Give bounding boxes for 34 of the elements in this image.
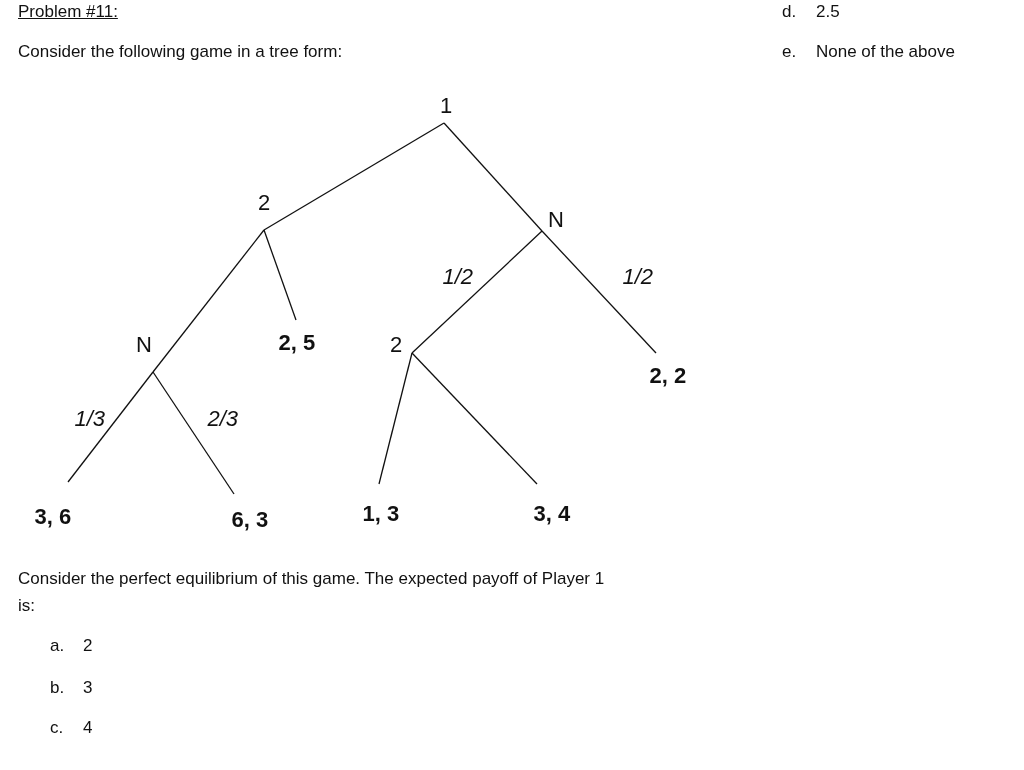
option-letter: e. <box>782 42 797 62</box>
instruction-text: Consider the following game in a tree form: <box>18 42 343 62</box>
option-letter: b. <box>50 678 65 698</box>
option-letter: a. <box>50 636 65 656</box>
payoff-label: 3, 4 <box>533 500 571 526</box>
payoff-label: 2, 5 <box>278 329 316 355</box>
option-value: None of the above <box>816 42 955 62</box>
payoff-label: 2, 2 <box>649 362 687 388</box>
option-letter: c. <box>50 718 64 738</box>
branch-line <box>443 122 543 232</box>
payoff-label: 1, 3 <box>362 500 400 526</box>
payoff-label: 6, 3 <box>231 506 269 532</box>
branch-line <box>263 229 297 321</box>
node-label: 1 <box>440 92 453 118</box>
branch-line <box>67 371 154 483</box>
problem-heading: Problem #11: <box>18 2 118 22</box>
option-value: 4 <box>83 718 93 738</box>
branch-line <box>152 229 265 373</box>
branch-line <box>411 230 543 354</box>
payoff-label: 3, 6 <box>34 503 72 529</box>
question-text: Consider the perfect equilibrium of this game. The expected payoff of Player 1 is: <box>18 568 606 617</box>
branch-line <box>152 371 235 495</box>
option-value: 3 <box>83 678 93 698</box>
node-label: N <box>548 206 564 232</box>
option-value: 2 <box>83 636 93 656</box>
node-label: 2 <box>390 331 403 357</box>
node-label: N <box>136 331 152 357</box>
branch-line <box>541 230 657 354</box>
branch-line <box>411 352 538 485</box>
branch-line <box>263 122 445 231</box>
node-label: 2 <box>258 189 271 215</box>
option-letter: d. <box>782 2 797 22</box>
branch-line <box>378 352 413 485</box>
option-value: 2.5 <box>816 2 840 22</box>
